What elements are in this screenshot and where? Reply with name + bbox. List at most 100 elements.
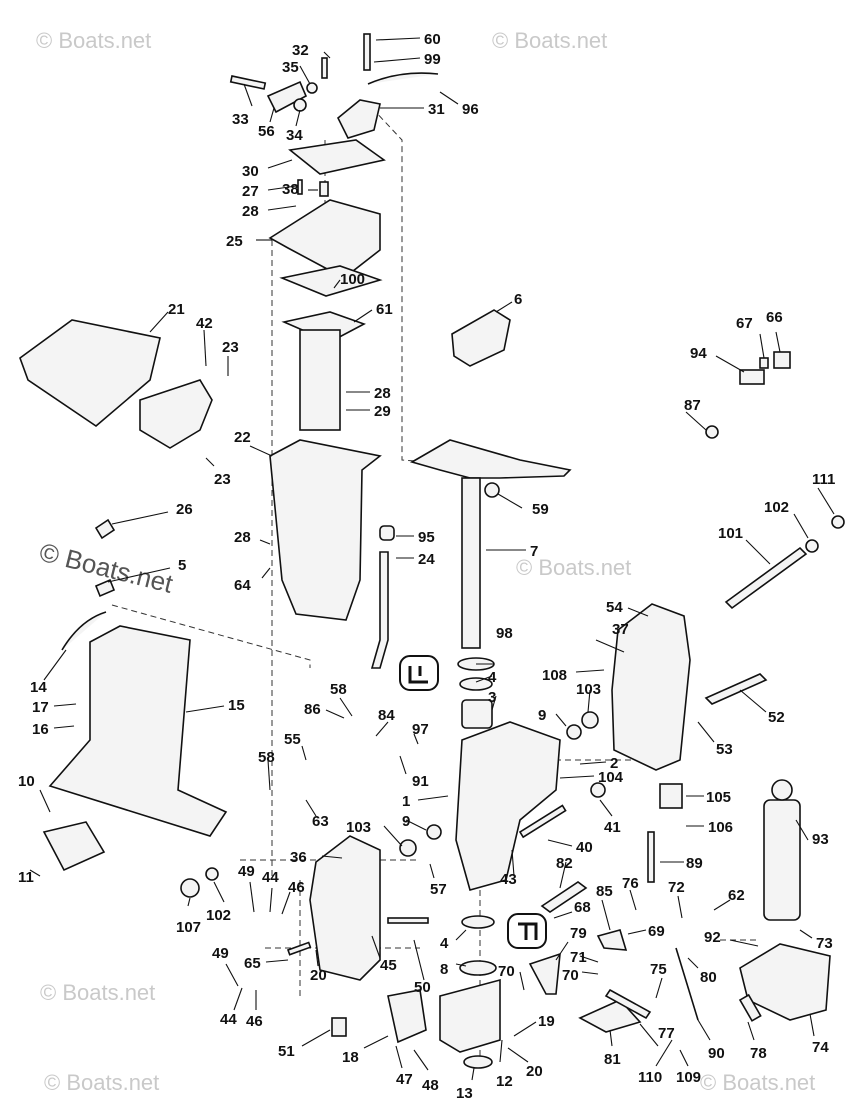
cap-66 <box>773 351 791 369</box>
part-label: 58 <box>330 681 347 698</box>
part-label: 57 <box>430 881 447 898</box>
tube-24 <box>370 551 389 669</box>
part-label: 18 <box>342 1049 359 1066</box>
part-label: 82 <box>556 855 573 872</box>
stern-bracket-54 <box>611 603 768 771</box>
cylinder-93 <box>763 799 801 921</box>
part-label: 85 <box>596 883 613 900</box>
part-label: 103 <box>576 681 601 698</box>
part-label: 70 <box>562 967 579 984</box>
stern-bracket-36 <box>309 835 381 981</box>
part-label: 79 <box>570 925 587 942</box>
cover-21 <box>19 319 161 428</box>
bushing-13 <box>463 1055 493 1069</box>
part-label: 98 <box>496 625 513 642</box>
part-label: 97 <box>412 721 429 738</box>
part-label: 44 <box>220 1011 237 1028</box>
part-label: 22 <box>234 429 251 446</box>
part-label: 80 <box>700 969 717 986</box>
part-label: 111 <box>812 471 835 488</box>
part-label: 26 <box>176 501 193 518</box>
part-label: 96 <box>462 101 479 118</box>
part-label: 50 <box>414 979 431 996</box>
part-label: 74 <box>812 1039 829 1056</box>
washer-34 <box>293 98 307 112</box>
part-label: 24 <box>418 551 435 568</box>
block-105 <box>659 783 683 809</box>
part-label: 29 <box>374 403 391 420</box>
pin-38 <box>319 181 329 197</box>
part-label: 23 <box>222 339 239 356</box>
stern-bracket-54 <box>611 603 691 771</box>
part-label: 41 <box>604 819 621 836</box>
part-label: 44 <box>262 869 279 886</box>
trim-cylinder-group <box>659 779 831 1022</box>
part-label: 30 <box>242 163 259 180</box>
watermark: © Boats.net <box>40 980 155 1005</box>
part-label: 11 <box>18 869 34 886</box>
part-label: 67 <box>736 315 753 332</box>
cable-96 <box>367 72 439 85</box>
steering-bracket-group <box>229 33 439 431</box>
bolt-32 <box>321 57 328 79</box>
driveshaft-housing-15 <box>48 625 228 837</box>
leader-lines <box>29 37 835 1081</box>
part-label: 25 <box>226 233 243 250</box>
bolt-60 <box>363 33 371 71</box>
part-label: 108 <box>542 667 567 684</box>
part-label: 109 <box>676 1069 701 1086</box>
spring-89 <box>647 831 655 883</box>
part-label: 76 <box>622 875 639 892</box>
part-label: 42 <box>196 315 213 332</box>
part-label: 56 <box>258 123 275 140</box>
part-label: 106 <box>708 819 733 836</box>
adapter-group <box>269 439 395 669</box>
spacer-3 <box>461 699 493 729</box>
arm-31 <box>336 99 381 139</box>
part-label: 13 <box>456 1085 473 1102</box>
part-label: 89 <box>686 855 703 872</box>
part-label: 61 <box>376 301 393 318</box>
bushing-41 <box>590 782 606 798</box>
part-label: 99 <box>424 51 441 68</box>
part-label: 5 <box>178 557 186 574</box>
part-label: 2 <box>610 755 618 772</box>
part-label: 91 <box>412 773 429 790</box>
part-label: 101 <box>718 525 743 542</box>
part-label: 86 <box>304 701 321 718</box>
part-label: 43 <box>500 871 517 888</box>
part-label: 75 <box>650 961 667 978</box>
part-label: 45 <box>380 957 397 974</box>
part-label: 33 <box>232 111 249 128</box>
part-label: 40 <box>576 839 593 856</box>
part-label: 53 <box>716 741 733 758</box>
part-label: 28 <box>242 203 259 220</box>
hose-95 <box>379 525 395 541</box>
watermark: © Boats.net <box>516 555 631 580</box>
part-label: 20 <box>526 1063 543 1080</box>
part-label: 19 <box>538 1013 555 1030</box>
part-label: 93 <box>812 831 829 848</box>
part-label: 37 <box>612 621 629 638</box>
part-label: 48 <box>422 1077 439 1094</box>
part-label: 63 <box>312 813 329 830</box>
part-label: 8 <box>440 961 448 978</box>
nut-107 <box>180 878 200 898</box>
part-label: 9 <box>402 813 410 830</box>
lower-mount-group <box>439 915 501 1069</box>
part-label: 46 <box>246 1013 263 1030</box>
pin-67 <box>759 357 769 369</box>
washer-102 <box>805 539 819 553</box>
part-label: 87 <box>684 397 701 414</box>
steering-arm-59 <box>409 439 572 479</box>
part-label: 104 <box>598 769 624 786</box>
part-label: 55 <box>284 731 301 748</box>
bushing-9b <box>426 824 442 840</box>
part-label: 10 <box>18 773 35 790</box>
clip-5 <box>94 578 116 598</box>
part-label: 31 <box>428 101 445 118</box>
part-label: 35 <box>282 59 299 76</box>
bolt-65 <box>286 941 312 956</box>
rod-90 <box>675 947 699 1021</box>
link-82 <box>540 881 588 913</box>
